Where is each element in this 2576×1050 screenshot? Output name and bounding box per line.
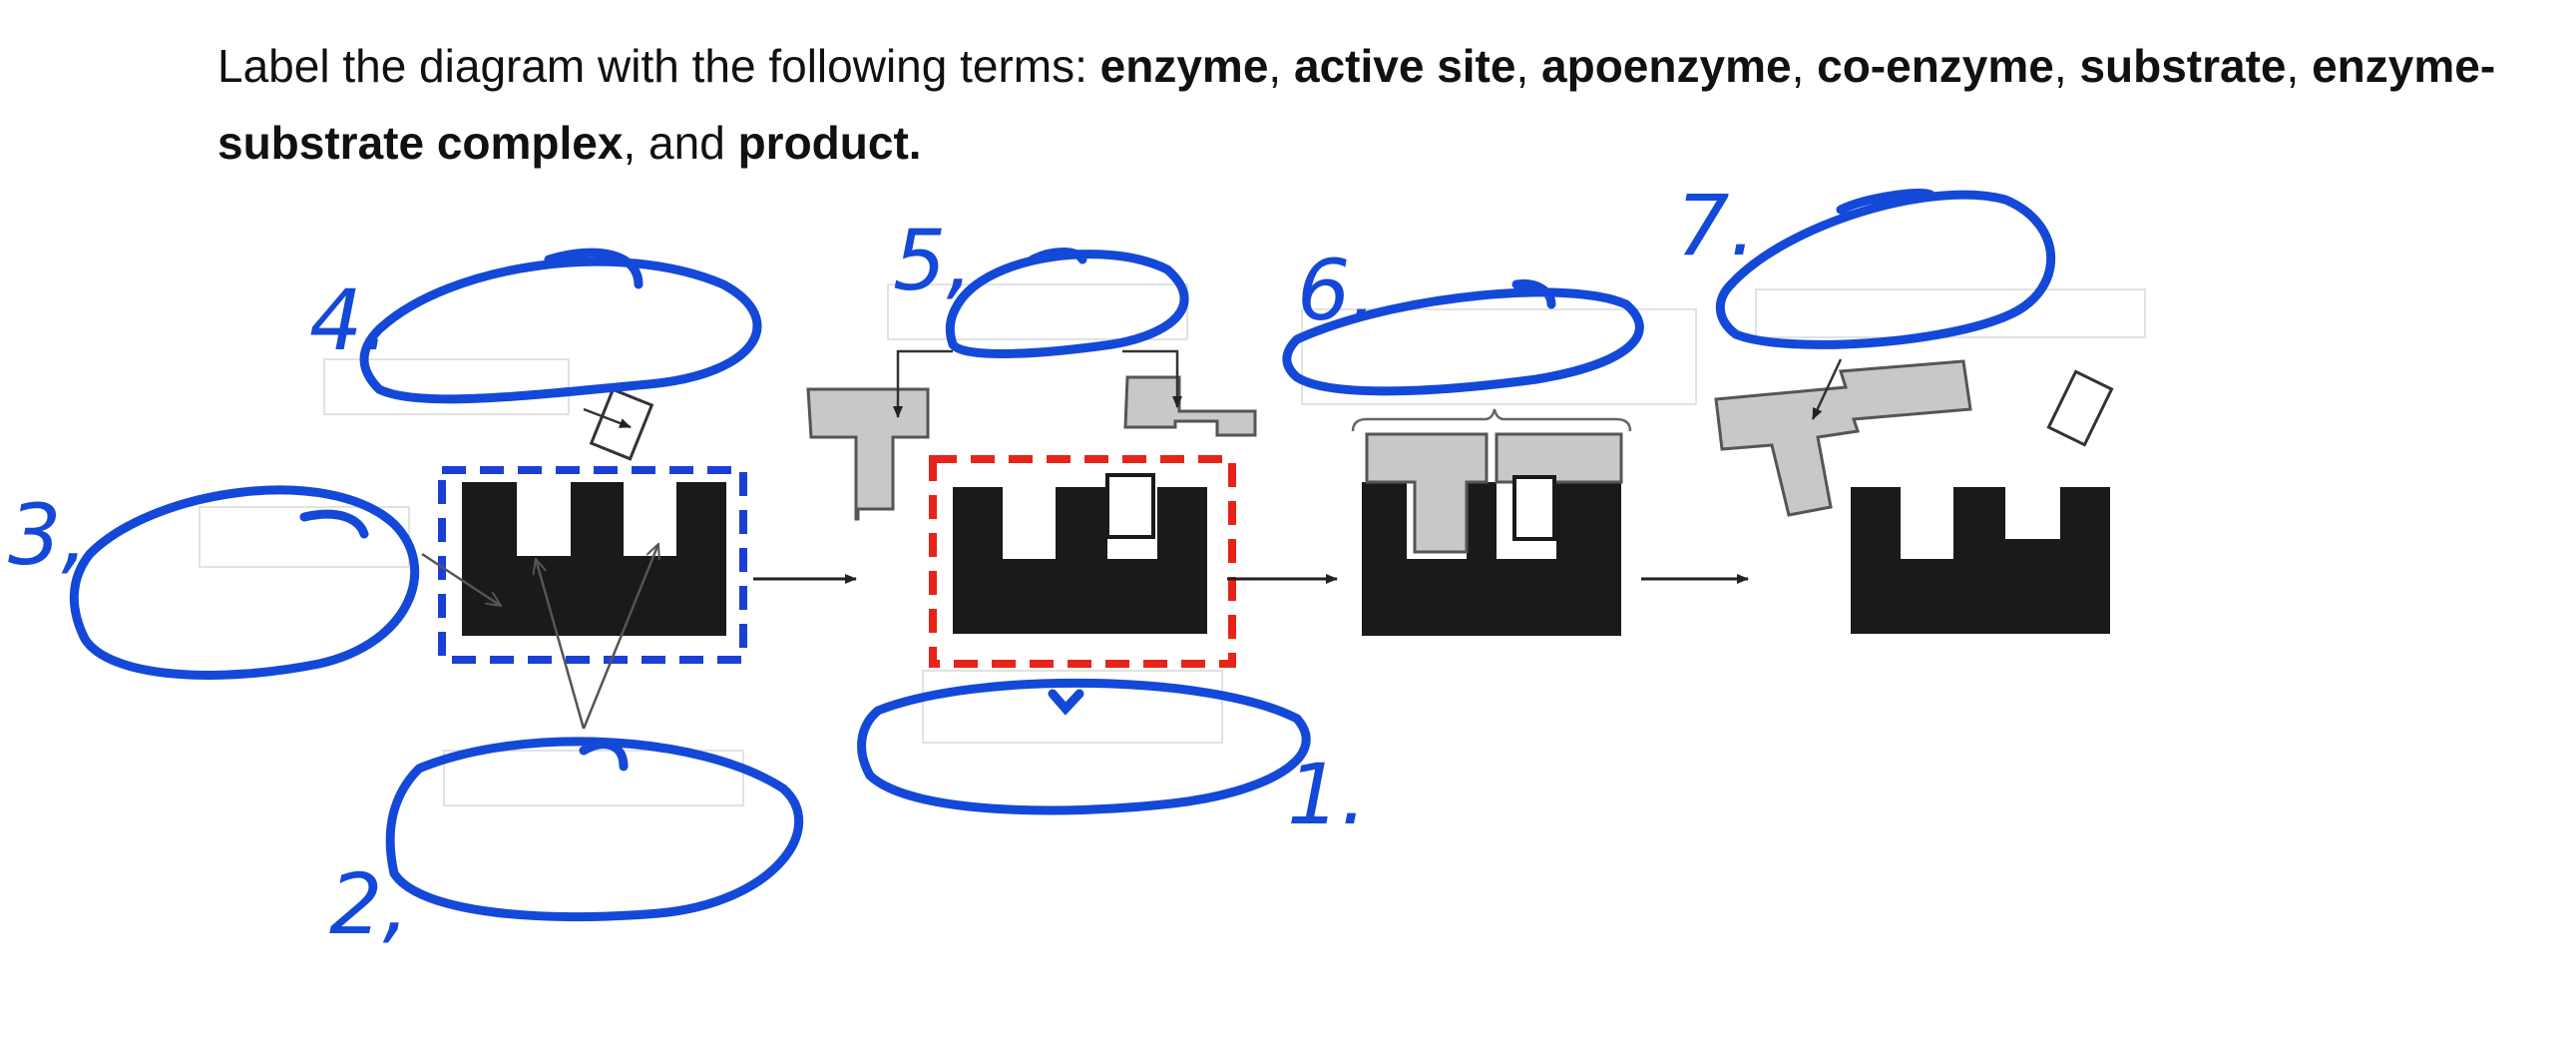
substrate-t-shape bbox=[806, 387, 930, 521]
enzyme-blue-dashed-box bbox=[438, 466, 747, 664]
co-enzyme-in-complex bbox=[1512, 475, 1556, 541]
stage-1-enzyme bbox=[421, 387, 747, 730]
instruction-text: Label the diagram with the following ter… bbox=[217, 40, 2496, 169]
substrate-bound-left bbox=[1365, 432, 1489, 554]
instruction-prefix: Label the diagram with the following ter… bbox=[217, 40, 1100, 92]
label-number-4: 4. bbox=[309, 271, 389, 369]
stage-2-enzyme bbox=[806, 349, 1257, 668]
term-apoenzyme: apoenzyme bbox=[1541, 40, 1792, 92]
co-enzyme-released bbox=[2046, 369, 2114, 447]
complex-bracket bbox=[1351, 408, 1632, 432]
label-number-1: 1. bbox=[1287, 746, 1367, 843]
label-number-3: 3, bbox=[8, 486, 88, 584]
oval-5 bbox=[945, 248, 1189, 358]
term-enzyme: enzyme bbox=[1099, 40, 1269, 92]
co-enzyme-bound bbox=[1105, 473, 1155, 539]
stage-4-product bbox=[1714, 358, 2114, 634]
term-product: product. bbox=[737, 117, 922, 169]
enzyme-red-dashed-box bbox=[929, 455, 1236, 668]
enzyme-shape-3 bbox=[1362, 482, 1621, 636]
oval-6 bbox=[1282, 278, 1644, 396]
product-joined bbox=[1714, 359, 1972, 517]
label-number-5: 5, bbox=[893, 212, 973, 309]
label-number-7: 7. bbox=[1676, 177, 1756, 274]
hand-drawn-ovals bbox=[69, 188, 2056, 922]
oval-2 bbox=[385, 737, 804, 922]
enzyme-shape-4 bbox=[1851, 487, 2110, 634]
term-co-enzyme: co-enzyme bbox=[1817, 40, 2054, 92]
substrate-bound-right bbox=[1495, 432, 1623, 484]
stage-3-complex bbox=[1351, 408, 1632, 636]
oval-3 bbox=[69, 485, 420, 680]
oval-7 bbox=[1715, 188, 2056, 349]
term-substrate: substrate bbox=[2079, 40, 2287, 92]
substrate-l-shape bbox=[1123, 375, 1257, 437]
oval-1 bbox=[857, 678, 1311, 815]
term-active-site: active site bbox=[1293, 40, 1516, 92]
label-number-6: 6. bbox=[1297, 242, 1377, 339]
enzyme-shape-2 bbox=[953, 487, 1207, 634]
oval-4 bbox=[359, 248, 762, 404]
label-number-2: 2, bbox=[329, 855, 409, 953]
faint-answer-boxes bbox=[199, 283, 2146, 806]
enzyme-shape-1 bbox=[462, 482, 726, 636]
term-enzyme-substrate-complex: enzyme-substrate complex bbox=[217, 40, 2496, 169]
